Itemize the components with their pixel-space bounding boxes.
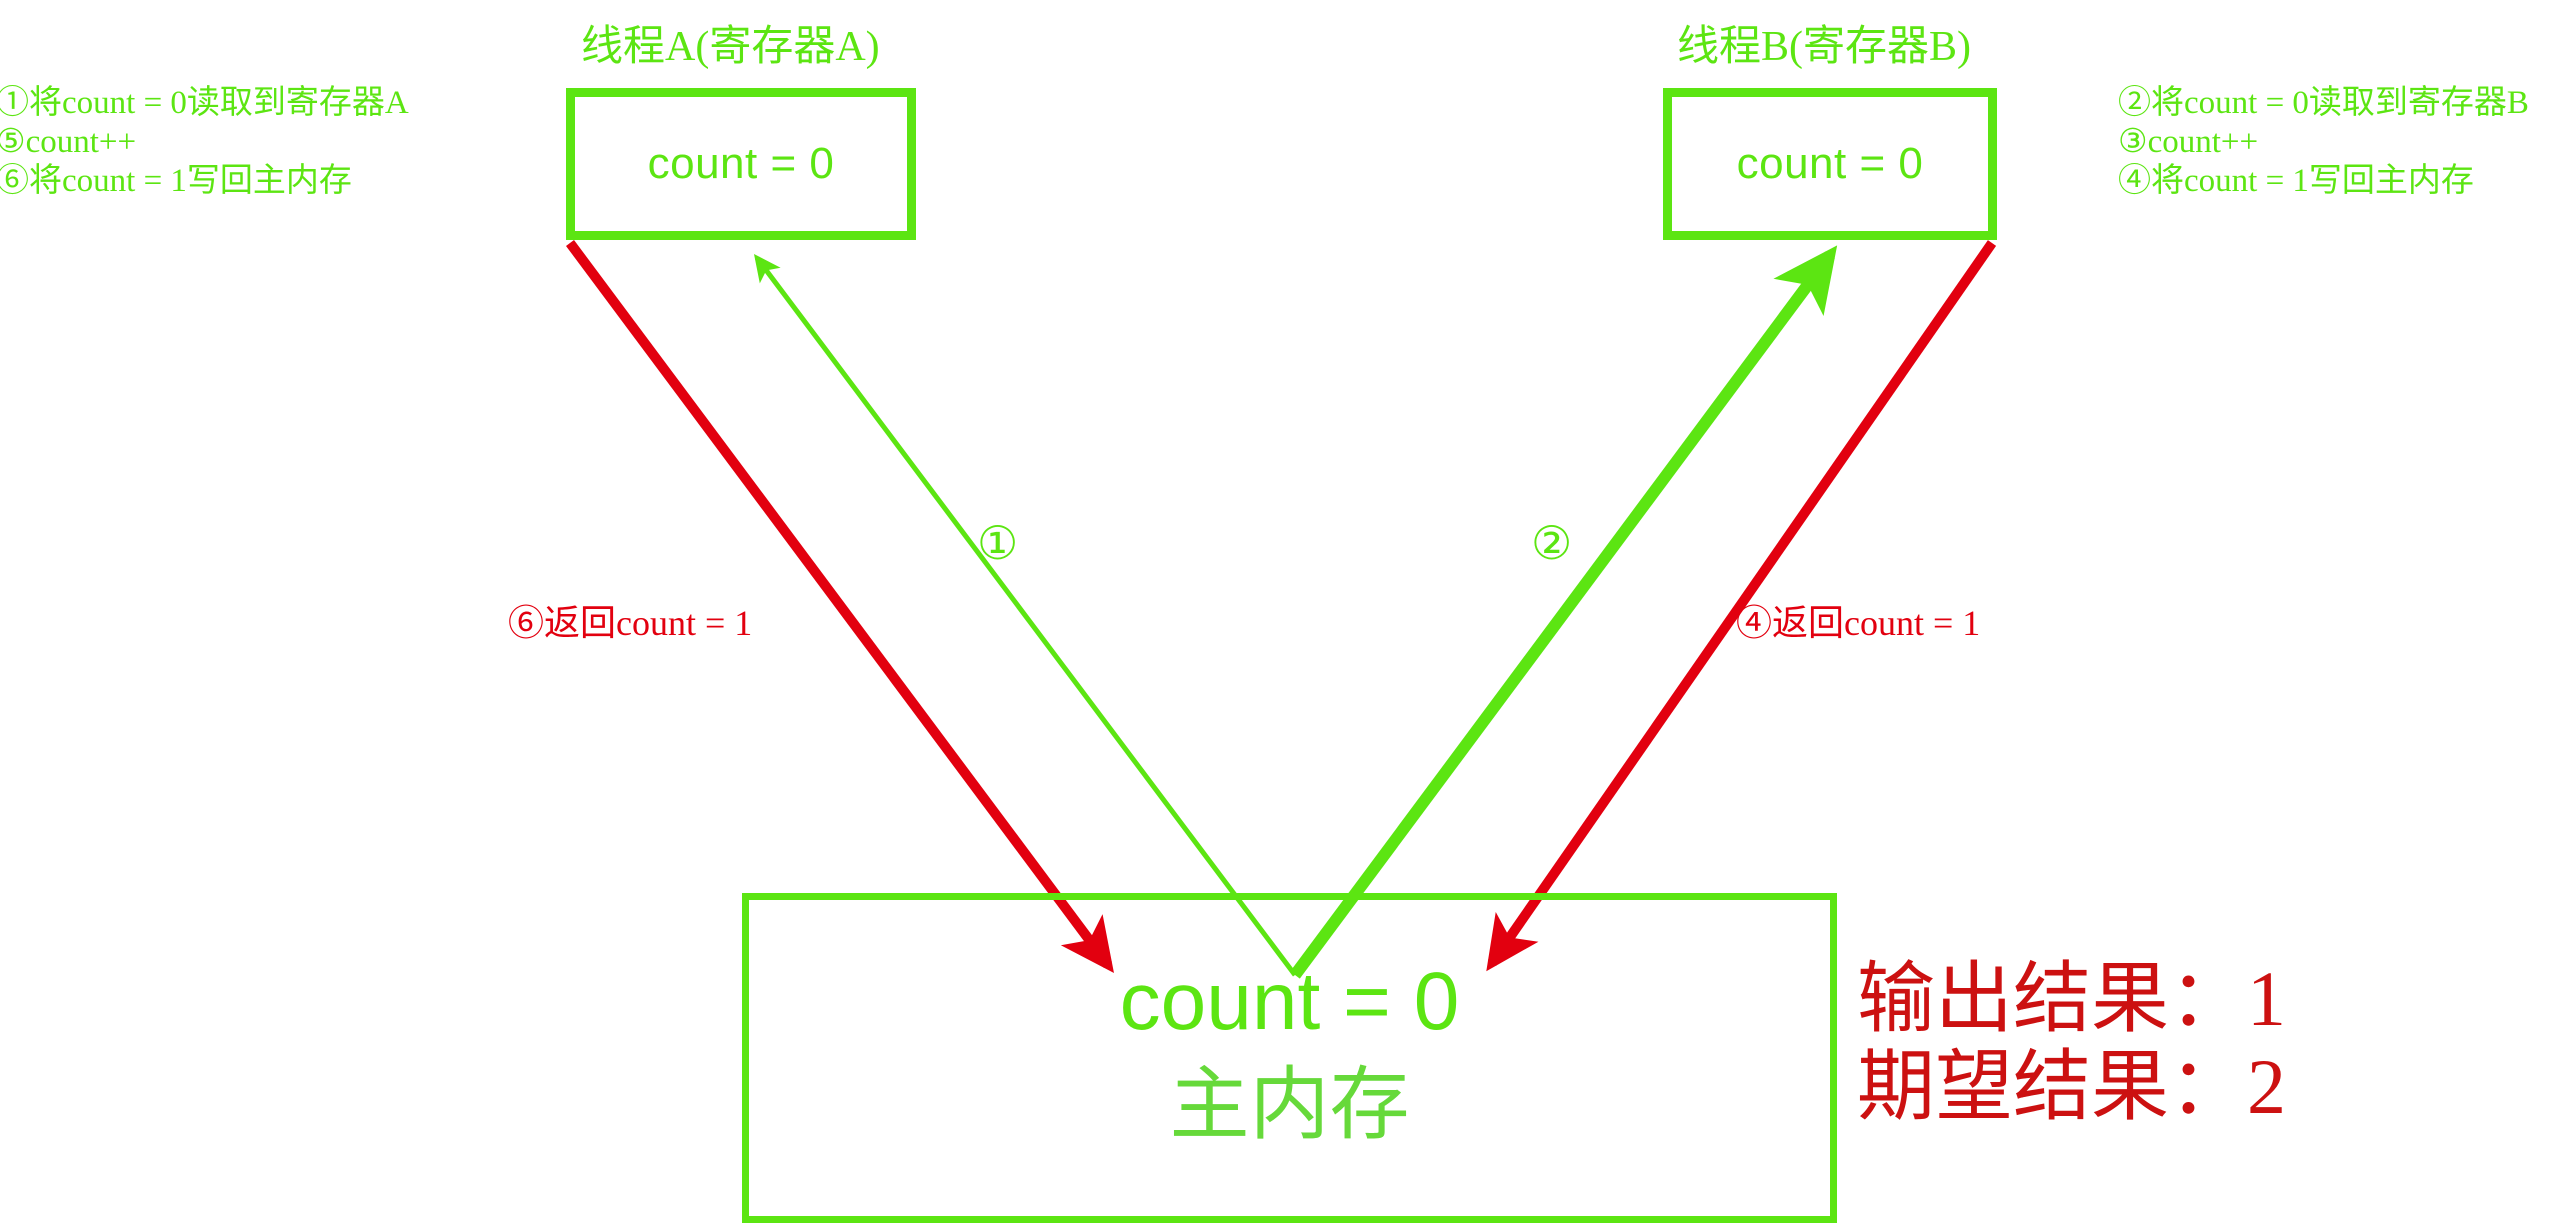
register-a-box: count = 0 [566, 88, 916, 240]
edge-writeback-from-register-a [565, 240, 1114, 974]
thread-a-step-notes: ①将count = 0读取到寄存器A ⑤count++ ⑥将count = 1写… [0, 84, 409, 201]
register-a-title: 线程A(寄存器A) [581, 24, 880, 70]
register-b-value: count = 0 [1736, 139, 1924, 188]
thread-b-step-2: ②将count = 0读取到寄存器B [2118, 85, 2529, 121]
edge-label-writeback-b: ④返回count = 1 [1736, 603, 1981, 643]
main-memory-value: count = 0 [1119, 956, 1460, 1047]
edge-read-to-register-a [753, 254, 1297, 977]
edge-label-writeback-a: ⑥返回count = 1 [508, 603, 753, 643]
main-memory-label: 主内存 [1169, 1062, 1410, 1150]
edge-writeback-from-register-b [1486, 240, 1997, 972]
thread-a-step-1: ①将count = 0读取到寄存器A [0, 85, 409, 121]
edge-marker-read-b: ② [1531, 518, 1573, 569]
results-block: 输出结果：1 期望结果：2 [1857, 955, 2286, 1131]
thread-b-step-4: ④将count = 1写回主内存 [2118, 163, 2474, 199]
edge-read-to-register-b [1290, 245, 1838, 979]
edge-marker-read-a: ① [977, 518, 1019, 569]
thread-b-step-notes: ②将count = 0读取到寄存器B ③count++ ④将count = 1写… [2118, 84, 2529, 201]
thread-a-step-5: ⑤count++ [0, 124, 137, 160]
expected-result: 期望结果：2 [1857, 1043, 2287, 1130]
thread-a-step-6: ⑥将count = 1写回主内存 [0, 163, 352, 199]
register-b-box: count = 0 [1663, 88, 1997, 240]
register-b-title: 线程B(寄存器B) [1677, 24, 1972, 70]
register-a-value: count = 0 [647, 139, 835, 188]
main-memory-box [742, 893, 1837, 1223]
thread-b-step-3: ③count++ [2118, 124, 2259, 160]
actual-result: 输出结果：1 [1857, 955, 2287, 1042]
